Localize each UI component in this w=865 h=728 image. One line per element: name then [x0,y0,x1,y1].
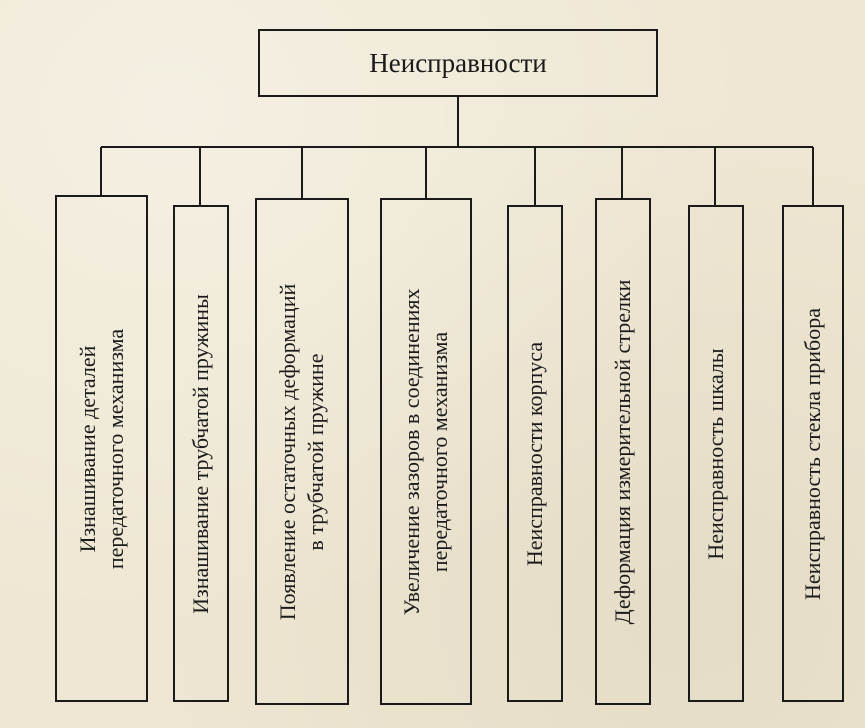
child-node-4-line-2: передаточного механизма [427,331,452,572]
child-node-4-line-1: Увеличение зазоров в соединениях [399,288,424,615]
child-node-1-line-1: Изнашивание деталей [74,345,100,552]
root-node-label: Неисправности [369,47,547,78]
child-node-2-line-1: Изнашивание трубчатой пружины [188,293,213,614]
child-node-2: Изнашивание трубчатой пружины [173,205,229,702]
child-node-6-line-1: Деформация измерительной стрелки [610,279,635,624]
child-node-3: Появление остаточных деформаций в трубча… [255,198,349,705]
child-node-3-line-1: Появление остаточных деформаций [275,283,300,620]
child-node-8: Неисправность стекла прибора [782,205,844,702]
child-node-6: Деформация измерительной стрелки [595,198,651,705]
child-node-4: Увеличение зазоров в соединениях передат… [380,198,472,705]
child-node-8-line-1: Неисправность стекла прибора [800,307,825,600]
child-node-3-line-2: в трубчатой пружине [303,352,328,551]
child-node-1: Изнашивание деталей передаточного механи… [55,195,148,702]
child-node-7-line-1: Неисправность шкалы [703,347,728,560]
child-node-5: Неисправности корпуса [507,205,563,702]
child-node-5-line-1: Неисправности корпуса [522,341,547,566]
child-node-7: Неисправность шкалы [688,205,744,702]
child-node-1-line-2: передаточного механизма [102,328,128,569]
root-node: Неисправности [258,29,658,97]
